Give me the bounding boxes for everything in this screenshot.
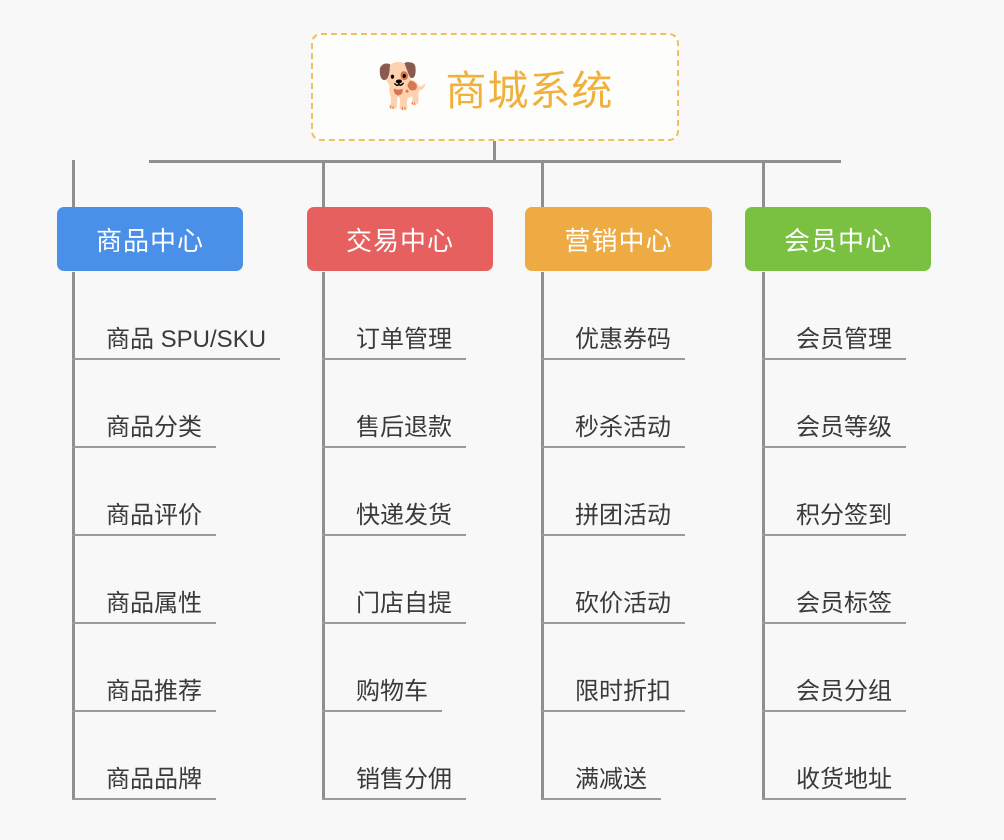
leaf-item[interactable]: 会员管理 xyxy=(762,272,906,360)
leaf-item[interactable]: 拼团活动 xyxy=(541,448,685,536)
drop-connector-member-center xyxy=(762,160,765,208)
leaf-item[interactable]: 秒杀活动 xyxy=(541,360,685,448)
leaf-item[interactable]: 购物车 xyxy=(322,624,442,712)
leaf-item-label: 订单管理 xyxy=(356,325,452,353)
leaf-item-label: 收货地址 xyxy=(796,765,892,793)
root-vertical-connector xyxy=(493,141,496,162)
leaf-item[interactable]: 会员分组 xyxy=(762,624,906,712)
leaf-item-label: 会员分组 xyxy=(796,677,892,705)
leaf-item[interactable]: 满减送 xyxy=(541,712,661,800)
category-label: 会员中心 xyxy=(783,225,892,256)
leaf-item[interactable]: 订单管理 xyxy=(322,272,466,360)
category-box-marketing-center[interactable]: 营销中心 xyxy=(525,207,712,271)
drop-connector-trade-center xyxy=(322,160,325,208)
leaf-item[interactable]: 售后退款 xyxy=(322,360,466,448)
leaf-item[interactable]: 商品 SPU/SKU xyxy=(72,272,281,360)
leaf-item[interactable]: 优惠券码 xyxy=(541,272,685,360)
root-node-content: 🐕 商城系统 xyxy=(377,57,614,117)
leaf-item-label: 砍价活动 xyxy=(575,589,671,617)
leaf-item[interactable]: 商品推荐 xyxy=(72,624,216,712)
leaf-item[interactable]: 砍价活动 xyxy=(541,536,685,624)
leaf-item-label: 商品评价 xyxy=(106,501,202,529)
leaf-item-label: 满减送 xyxy=(575,765,647,793)
drop-connector-product-center xyxy=(72,160,75,208)
leaf-item-label: 积分签到 xyxy=(796,501,892,529)
leaf-item[interactable]: 商品属性 xyxy=(72,536,216,624)
leaf-item[interactable]: 限时折扣 xyxy=(541,624,685,712)
leaf-item-label: 购物车 xyxy=(356,677,428,705)
leaf-item[interactable]: 销售分佣 xyxy=(322,712,466,800)
category-box-trade-center[interactable]: 交易中心 xyxy=(307,207,493,271)
leaf-item[interactable]: 收货地址 xyxy=(762,712,906,800)
leaf-item-label: 会员等级 xyxy=(796,413,892,441)
leaf-item-label: 商品属性 xyxy=(106,589,202,617)
leaf-item[interactable]: 会员标签 xyxy=(762,536,906,624)
drop-connector-marketing-center xyxy=(541,160,544,208)
leaf-item[interactable]: 商品品牌 xyxy=(72,712,216,800)
category-label: 营销中心 xyxy=(564,225,673,256)
leaf-item-label: 售后退款 xyxy=(356,413,452,441)
leaf-item-label: 商品 SPU/SKU xyxy=(106,325,267,353)
shiba-dog-emoji-icon: 🐕 xyxy=(376,61,432,112)
leaf-item[interactable]: 门店自提 xyxy=(322,536,466,624)
leaf-item[interactable]: 积分签到 xyxy=(762,448,906,536)
leaf-item-label: 会员管理 xyxy=(796,325,892,353)
leaf-item-label: 限时折扣 xyxy=(575,677,671,705)
root-node[interactable]: 🐕 商城系统 xyxy=(311,33,679,141)
leaf-item-label: 商品品牌 xyxy=(106,765,202,793)
root-node-title: 商城系统 xyxy=(445,68,614,114)
category-label: 商品中心 xyxy=(95,225,204,256)
leaf-item[interactable]: 会员等级 xyxy=(762,360,906,448)
leaf-item-label: 拼团活动 xyxy=(575,501,671,529)
leaf-item[interactable]: 商品评价 xyxy=(72,448,216,536)
category-label: 交易中心 xyxy=(345,225,454,256)
leaf-item-label: 门店自提 xyxy=(356,589,452,617)
leaf-item-label: 秒杀活动 xyxy=(575,413,671,441)
leaf-item-label: 快递发货 xyxy=(356,501,452,529)
leaf-item-label: 销售分佣 xyxy=(356,765,452,793)
leaf-item-label: 会员标签 xyxy=(796,589,892,617)
category-box-member-center[interactable]: 会员中心 xyxy=(745,207,931,271)
horizontal-bus-connector xyxy=(149,160,841,163)
leaf-item[interactable]: 商品分类 xyxy=(72,360,216,448)
leaf-item-label: 优惠券码 xyxy=(575,325,671,353)
leaf-item-label: 商品推荐 xyxy=(106,677,202,705)
leaf-item-label: 商品分类 xyxy=(106,413,202,441)
leaf-item[interactable]: 快递发货 xyxy=(322,448,466,536)
category-box-product-center[interactable]: 商品中心 xyxy=(57,207,243,271)
